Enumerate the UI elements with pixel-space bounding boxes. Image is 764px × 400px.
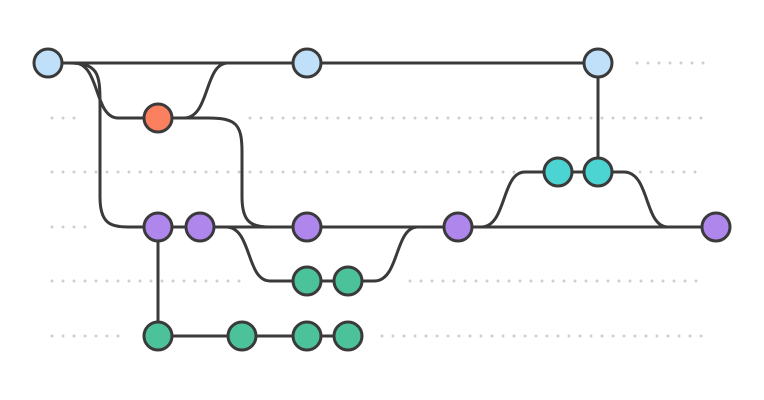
branch-connections (46, 61, 718, 338)
commit-d4-node (442, 211, 474, 243)
commit-d5-node (700, 211, 732, 243)
commit-d2-node (184, 211, 216, 243)
commit-d3-node (291, 211, 323, 243)
commit-fa1-node (291, 265, 323, 297)
commit-m2-node (291, 47, 323, 79)
commit-d1-node (142, 211, 174, 243)
commit-h1-node (142, 102, 174, 134)
connection-m1-d1 (46, 61, 160, 229)
connection-d2-fa1 (198, 225, 309, 283)
connection-h1-d3 (156, 116, 309, 229)
commit-fb1-node (142, 320, 174, 352)
connection-fa2-d4 (346, 225, 460, 283)
connection-d4-r1 (456, 170, 560, 229)
commit-r1-node (542, 156, 574, 188)
commit-fb4-node (332, 320, 364, 352)
commit-fa2-node (332, 265, 364, 297)
connection-h1-m2 (156, 61, 309, 120)
commit-r2-node (582, 156, 614, 188)
commit-m3-node (582, 47, 614, 79)
connection-r2-d5 (596, 170, 718, 229)
commit-nodes (32, 47, 732, 352)
commit-fb2-node (226, 320, 258, 352)
commit-fb3-node (291, 320, 323, 352)
connection-m1-h1 (46, 61, 160, 120)
lane-guides (50, 61, 708, 338)
commit-m1-node (32, 47, 64, 79)
